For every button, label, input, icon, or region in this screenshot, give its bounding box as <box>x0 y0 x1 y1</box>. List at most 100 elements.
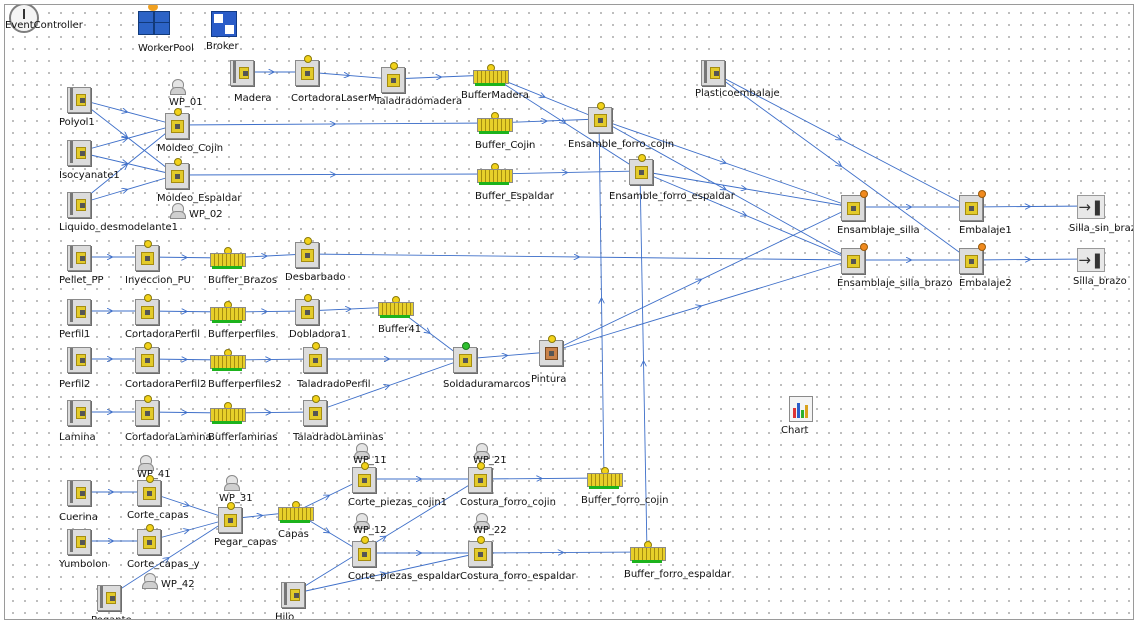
connection-arrow <box>599 119 726 190</box>
station-icon <box>295 294 319 325</box>
broker-label: Broker <box>206 41 239 52</box>
connection-arrow <box>712 72 841 140</box>
connection-arrow <box>644 362 648 553</box>
corte-capas-label: Corte_capas <box>127 510 189 521</box>
wp-01-label: WP_01 <box>169 97 203 108</box>
worker-pool-icon <box>169 203 186 219</box>
pintura-label: Pintura <box>531 374 567 385</box>
wp-11-label: WP_11 <box>353 455 387 466</box>
plastico-embalaje-label: Plasticoembalaje <box>695 88 780 99</box>
station-icon <box>135 395 159 426</box>
source-icon <box>97 585 121 611</box>
ensamblaje-silla-brazo-label: Ensamblaje_silla_brazo <box>837 278 953 289</box>
corte-piezas-cojin-label: Corte_piezas_cojin1 <box>348 497 448 508</box>
worker-pool-icon <box>169 79 186 95</box>
station-icon <box>539 335 563 366</box>
wp-31-label: WP_31 <box>219 493 253 504</box>
connection-arrow <box>712 72 841 166</box>
buffer-icon <box>630 541 666 563</box>
source-icon <box>701 60 725 86</box>
connection-layer <box>77 5 1091 598</box>
station-icon <box>137 524 161 555</box>
buffer41-label: Buffer41 <box>378 324 422 335</box>
connection-arrow <box>176 124 335 125</box>
source-icon <box>67 529 91 555</box>
pegar-capas-label: Pegar_capas <box>214 537 277 548</box>
wp-21-label: WP_21 <box>473 455 507 466</box>
cortadora-laser-label: CortadoraLaserM <box>291 93 377 104</box>
chart-label: Chart <box>781 425 809 436</box>
worker-pool-label: WorkerPool <box>138 43 194 54</box>
embalaje2-label: Embalaje2 <box>959 278 1012 289</box>
buffer-icon <box>210 349 246 371</box>
worker-pool-icon <box>353 513 370 529</box>
source-icon <box>67 480 91 506</box>
worker-pool-icon <box>137 455 154 471</box>
soldadura-marcos-label: Soldaduramarcos <box>443 379 531 390</box>
wp-41-label: WP_41 <box>137 469 171 480</box>
station-icon <box>135 240 159 271</box>
silla-sin-brazo-label: Silla_sin_brazo <box>1069 223 1133 234</box>
buffer-icon <box>477 163 513 185</box>
corte-piezas-espaldar-label: Corte_piezas_espaldar <box>348 571 461 582</box>
model-canvas[interactable]: EventController WorkerPool Broker Chart … <box>4 4 1134 620</box>
moldeo-cojin-label: Moldeo_Cojin <box>157 143 224 154</box>
station-icon <box>135 342 159 373</box>
isocyanate-label: Isocyanate1 <box>59 170 120 181</box>
perfil1-label: Perfil1 <box>59 329 91 340</box>
station-icon <box>381 62 405 93</box>
connection-arrow <box>602 299 605 479</box>
chart-icon[interactable] <box>789 396 813 422</box>
bufferlaminas-label: Bufferlaminas <box>208 432 278 443</box>
liquido-desmodelante-label: Liquido_desmodelante1 <box>59 222 179 233</box>
madera-label: Madera <box>234 93 272 104</box>
source-icon <box>67 299 91 325</box>
embalaje1-label: Embalaje1 <box>959 225 1012 236</box>
capas-label: Capas <box>278 529 309 540</box>
dobladora1-label: Dobladora1 <box>289 329 348 340</box>
buffer-icon <box>473 64 509 86</box>
connection-arrow <box>176 175 335 176</box>
wp-42-label: WP_42 <box>161 579 195 590</box>
buffer-icon <box>587 467 623 489</box>
cuerina-label: Cuerina <box>59 512 98 523</box>
ensamble-forro-cojin-label: Ensamble_forro_cojin <box>568 139 675 150</box>
event-controller-icon[interactable] <box>9 5 39 33</box>
station-icon <box>218 502 242 533</box>
moldeo-espaldar-label: Moldeo_Espaldar <box>157 193 242 204</box>
station-icon <box>453 342 477 373</box>
station-icon <box>135 294 159 325</box>
ensamble-forro-espaldar-label: Ensamble_forro_espaldar <box>609 191 735 202</box>
cortadora-perfil-label: CortadoraPerfil <box>125 329 200 340</box>
station-icon <box>303 395 327 426</box>
source-icon <box>67 400 91 426</box>
worker-pool-icon <box>473 443 490 459</box>
worker-pool-icon[interactable] <box>138 5 170 35</box>
costura-forro-espaldar-label: Costura_forro_espaldar <box>460 571 576 582</box>
source-icon <box>230 60 254 86</box>
bufferperfiles2-label: Bufferperfiles2 <box>208 379 282 390</box>
buffer-forro-espaldar-label: Buffer_forro_espaldar <box>624 569 732 580</box>
hilo-label: Hilo <box>275 612 295 620</box>
buffer-icon <box>378 296 414 318</box>
buffer-madera-label: BufferMadera <box>461 90 529 101</box>
connection-arrow <box>640 171 746 189</box>
station-icon <box>588 102 612 133</box>
cortadora-lamina-label: CortadoraLamina <box>125 432 212 443</box>
cortadora-perfil2-label: CortadoraPerfil2 <box>125 379 207 390</box>
source-icon <box>67 87 91 113</box>
source-icon <box>67 140 91 166</box>
desbarbado-label: Desbarbado <box>285 272 346 283</box>
corte-capas-y-label: Corte_capas_y <box>127 559 200 570</box>
costura-forro-cojin-label: Costura_forro_cojin <box>460 497 556 508</box>
buffer-icon <box>210 247 246 269</box>
connection-arrow <box>306 254 579 257</box>
pegante-label: Pegante <box>91 615 132 619</box>
station-icon <box>165 158 189 189</box>
taladrado-madera-label: Taladradomadera <box>375 96 463 107</box>
broker-icon[interactable] <box>211 11 237 37</box>
perfil2-label: Perfil2 <box>59 379 91 390</box>
station-icon <box>468 536 492 567</box>
station-icon <box>352 462 376 493</box>
station-icon <box>295 55 319 86</box>
